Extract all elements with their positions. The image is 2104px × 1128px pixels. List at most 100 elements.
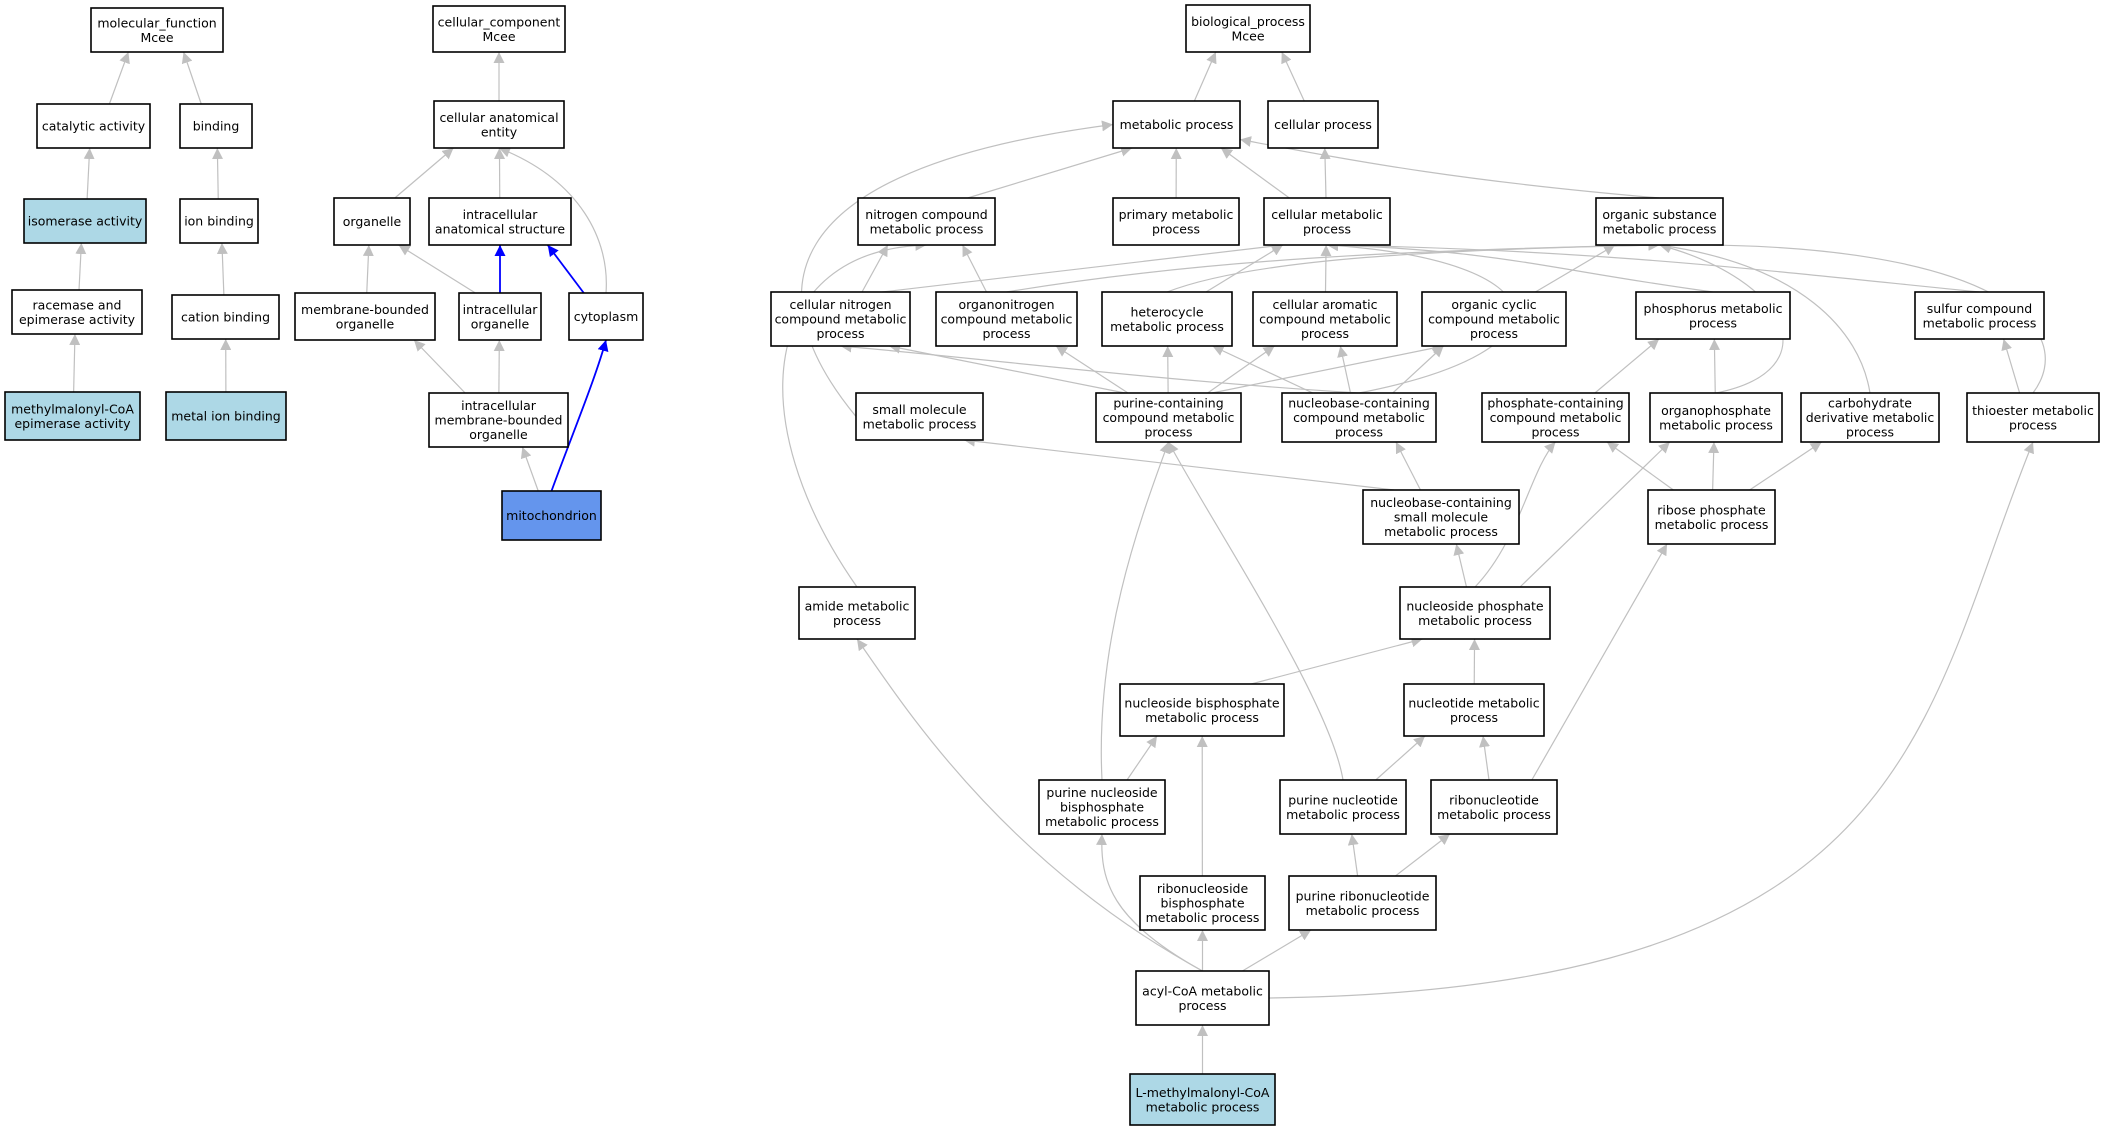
go-term-label-line: acyl-CoA metabolic [1142,983,1263,998]
edge-cmp-to-cellular-process [1319,147,1331,199]
go-term-node-mito[interactable]: mitochondrion [501,490,602,541]
go-term-node-cellular-process[interactable]: cellular process [1267,100,1379,149]
go-term-box [1914,291,2045,340]
edge-nspmp-to-nbcsmmp [1453,543,1468,588]
go-term-label-line: metabolic process [1110,319,1224,334]
go-term-label-line: organelle [469,427,528,442]
edge-catalytic-to-mf [108,51,130,105]
go-term-label-line: metal ion binding [171,409,281,424]
go-term-node-organelle[interactable]: organelle [333,197,411,246]
edge-pccmp-to-cacmp [1207,345,1275,394]
go-term-node-ion-binding[interactable]: ion binding [179,198,259,244]
go-term-label-line: compound metabolic [1428,312,1560,327]
go-term-node-metabolic[interactable]: metabolic process [1112,100,1241,149]
go-term-label-line: purine ribonucleotide [1296,888,1430,903]
edge-rntmp-to-rpmp [1531,543,1668,781]
go-term-box [458,292,542,341]
edge-nsbpmp-to-nspmp [1251,636,1423,685]
go-term-label-line: phosphorus metabolic [1644,301,1783,316]
go-term-node-isomerase[interactable]: isomerase activity [23,198,147,244]
go-term-box [1421,291,1567,347]
edge-nbcsmmp-to-smmp [963,435,1395,491]
go-term-label-line: derivative metabolic [1806,410,1935,425]
go-term-node-metal-ion-binding[interactable]: metal ion binding [165,391,287,441]
go-term-label-line: process [2009,417,2057,432]
go-term-label-line: process [1301,326,1349,341]
go-term-box [1288,875,1437,931]
edge-phccmp-to-phmp [1594,338,1660,394]
go-term-label-line: process [816,326,864,341]
go-term-label-line: cellular nitrogen [789,297,891,312]
go-term-label-line: intracellular [463,302,539,317]
edge-amp-to-ncmp [782,239,927,588]
go-term-label-line: ribonucleotide [1449,792,1539,807]
go-term-label-line: cation binding [181,310,270,325]
edge-io-to-organelle [398,244,476,294]
go-term-box [1263,197,1391,246]
edge-isomerase-to-catalytic [83,147,95,200]
edge-hmp-to-cmp [1205,244,1284,293]
edge-prntmp-to-rntmp [1395,833,1451,877]
go-term-node-cation-binding[interactable]: cation binding [171,294,280,340]
go-term-node-cytoplasm[interactable]: cytoplasm [568,292,644,341]
go-term-box [333,197,411,246]
go-term-box [179,198,259,244]
go-term-box [1129,1073,1276,1126]
edge-phmp-to-cmp [1326,239,1714,293]
edge-nspmp-to-phccmp [1474,441,1556,588]
go-term-node-catalytic[interactable]: catalytic activity [36,103,151,149]
go-term-box [1038,779,1166,835]
go-term-label-line: purine-containing [1113,396,1223,411]
edge-acoa-to-temp [1268,441,2034,999]
go-term-node-binding[interactable]: binding [179,103,253,149]
go-term-box [501,490,602,541]
go-term-label-line: process [1303,221,1351,236]
go-term-box [23,198,147,244]
go-term-label-line: nucleotide metabolic [1408,695,1539,710]
go-term-label-line: cellular aromatic [1273,297,1378,312]
go-term-label-line: epimerase activity [19,312,136,327]
